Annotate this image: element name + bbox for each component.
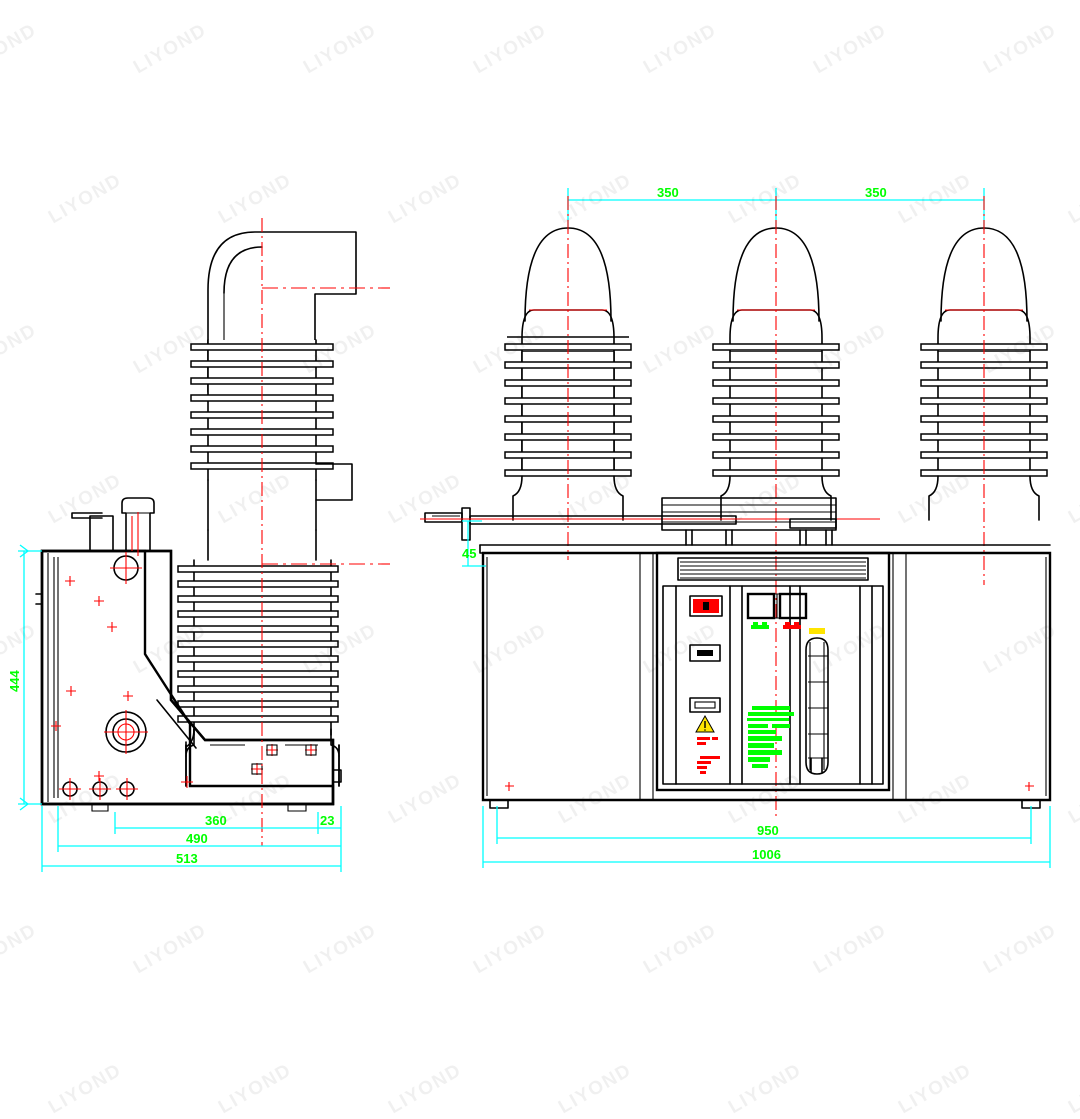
side-dimension-23: 23	[318, 806, 342, 834]
side-mechanism-box	[35, 497, 342, 812]
side-hole-marks	[51, 576, 133, 781]
front-cabinet-bolts	[505, 782, 1034, 791]
caution-plate	[697, 737, 720, 774]
counter-window-lower[interactable]	[689, 697, 721, 713]
warning-triangle-icon	[695, 714, 715, 733]
spec-nameplate	[747, 706, 794, 768]
dim-350-right-label: 350	[865, 185, 887, 200]
cad-drawing-svg: .ol{fill:none;stroke:#000;stroke-width:1…	[7, 185, 1052, 872]
dim-490-label: 490	[186, 831, 208, 846]
dim-444-label: 444	[7, 670, 22, 692]
front-dimension-950: 950	[496, 806, 1032, 844]
side-bolt-marks	[59, 744, 317, 800]
dim-23-label: 23	[320, 813, 334, 828]
front-view: 350 350	[420, 185, 1052, 868]
front-pole-phase-b	[712, 196, 840, 820]
counter-window-upper[interactable]	[689, 644, 721, 662]
front-cabinet-inner-lines	[639, 553, 907, 800]
dim-350-left-label: 350	[657, 185, 679, 200]
front-pole-phase-a	[504, 196, 632, 560]
side-dimension-444: 444	[7, 544, 42, 811]
side-lower-insulator	[177, 529, 340, 787]
drawing-canvas: .ol{fill:none;stroke:#000;stroke-width:1…	[0, 19, 1080, 1119]
front-control-panel[interactable]	[655, 551, 891, 792]
dim-513-label: 513	[176, 851, 198, 866]
status-lamp[interactable]	[689, 595, 723, 617]
front-dimension-45: 45	[462, 520, 486, 567]
close-button[interactable]	[746, 592, 776, 620]
side-dimension-513: 513	[41, 806, 342, 872]
side-upper-boss	[110, 552, 142, 584]
dim-45-label: 45	[462, 546, 476, 561]
dim-1006-label: 1006	[752, 847, 781, 862]
charge-indicator[interactable]	[805, 628, 829, 775]
close-button-label	[751, 622, 769, 629]
side-view: 444 360 23 490 513	[7, 218, 390, 872]
front-pole-phase-c	[920, 196, 1048, 585]
side-dimension-490: 490	[57, 806, 342, 852]
dim-950-label: 950	[757, 823, 779, 838]
side-pivot-boss	[104, 710, 148, 754]
dim-360-label: 360	[205, 813, 227, 828]
side-dimension-360: 360	[114, 812, 319, 834]
front-dimension-1006: 1006	[482, 806, 1051, 868]
front-drive-linkage	[420, 497, 875, 546]
open-button[interactable]	[778, 592, 808, 620]
open-button-label	[783, 622, 801, 629]
side-centerlines	[131, 218, 390, 846]
